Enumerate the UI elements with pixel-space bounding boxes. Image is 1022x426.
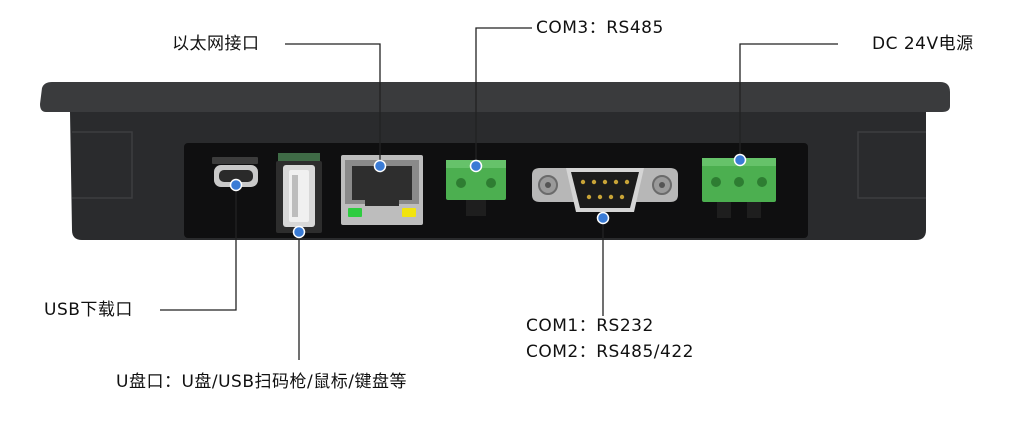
callout-dot-com-serial [596, 211, 610, 225]
callout-line-usb-download [160, 185, 237, 311]
label-udisk: U盘口：U盘/USB扫码枪/鼠标/键盘等 [116, 372, 407, 392]
label-power: DC 24V电源 [872, 34, 974, 54]
callout-dot-power [733, 153, 747, 167]
usb-a-port [276, 153, 322, 233]
callout-dot-usb-download [229, 178, 243, 192]
housing-right-recess [857, 131, 926, 199]
callout-line-ethernet [285, 43, 381, 166]
callout-dot-udisk [292, 225, 306, 239]
ethernet-led-green [348, 208, 362, 217]
label-com1: COM1：RS232 [526, 316, 654, 336]
label-usb-download: USB下载口 [44, 300, 133, 320]
ethernet-led-yellow [402, 208, 416, 217]
callout-dot-ethernet [373, 159, 387, 173]
callout-line-power [739, 43, 838, 160]
callout-line-com3 [475, 27, 532, 166]
housing-top-lip [40, 82, 950, 112]
callout-dot-com3 [469, 159, 483, 173]
housing-left-recess [72, 131, 133, 199]
label-ethernet: 以太网接口 [172, 34, 260, 54]
label-com2: COM2：RS485/422 [526, 342, 694, 362]
label-com3: COM3：RS485 [536, 18, 664, 38]
db9-serial-port [532, 168, 678, 212]
micro-usb-port [212, 157, 258, 187]
